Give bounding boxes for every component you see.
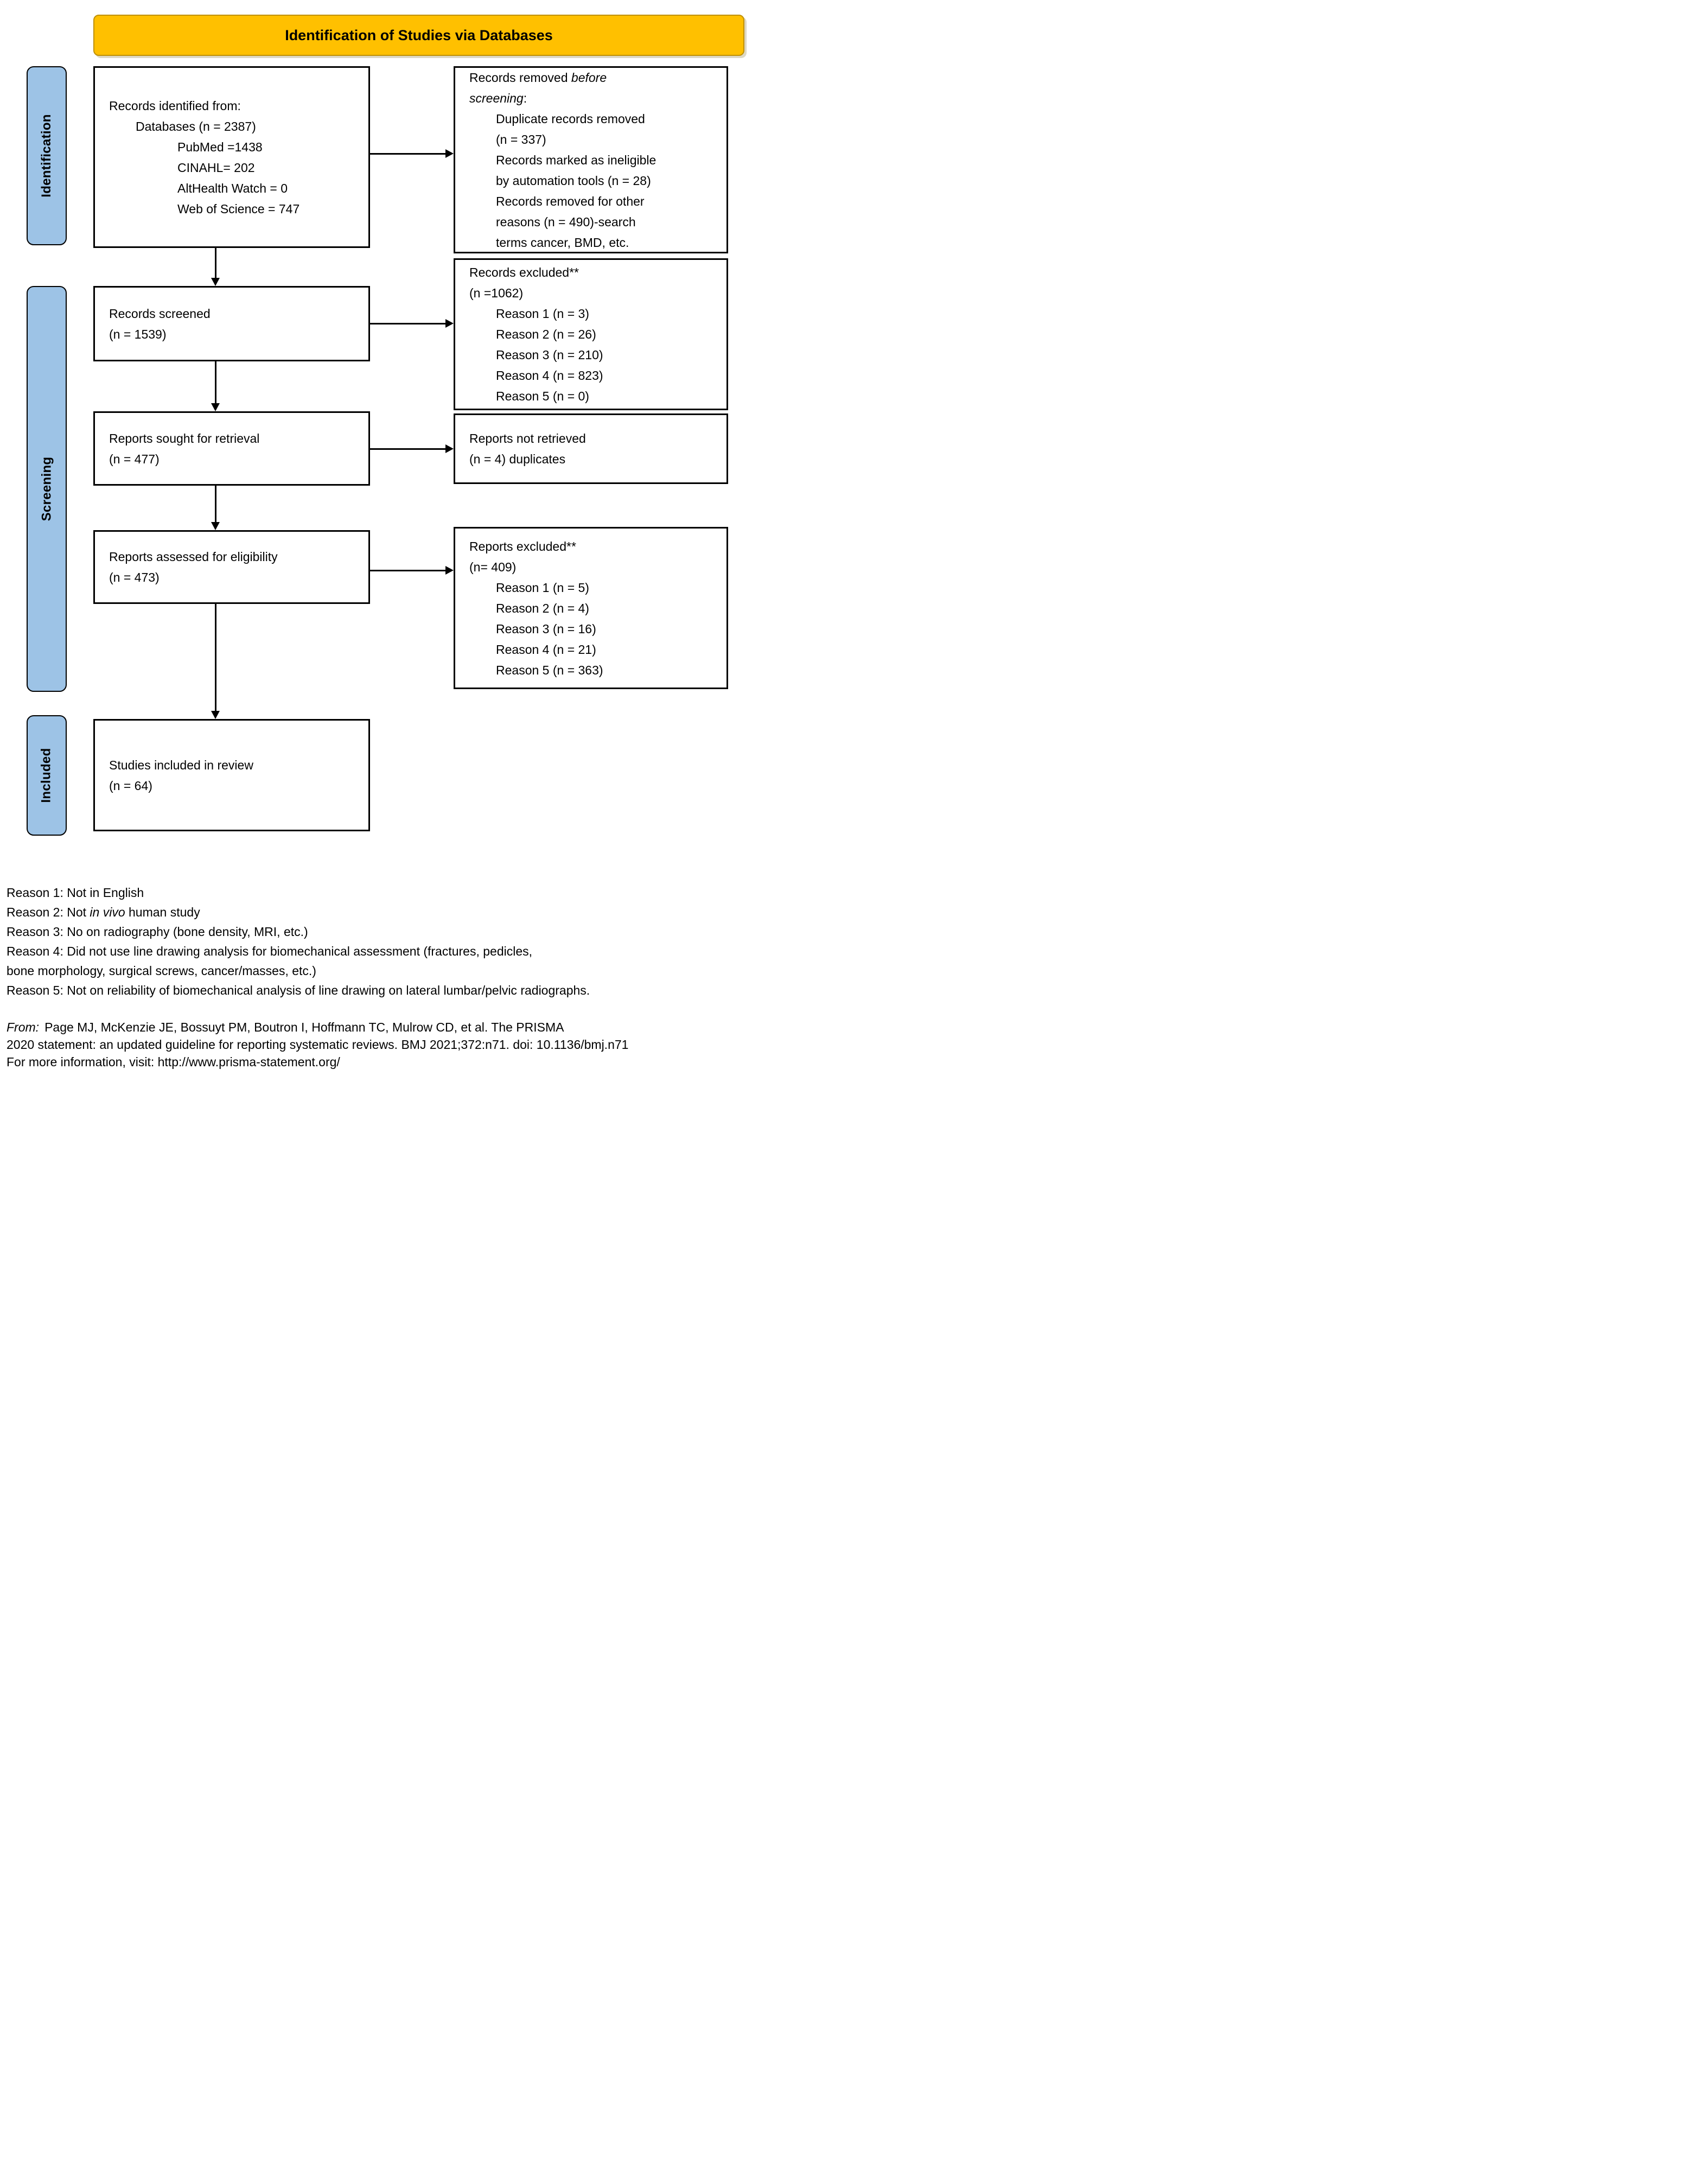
arrow-identified-to-removed-head-icon bbox=[445, 149, 454, 158]
box-line: Reason 3 (n = 210) bbox=[496, 348, 603, 362]
arrow-sought-to-notretrieved-head-icon bbox=[445, 444, 454, 453]
footnote-reason-3: Reason 3: No on radiography (bone densit… bbox=[7, 925, 308, 939]
arrow-screened-to-excluded-line bbox=[370, 323, 445, 324]
box-line: Records excluded** bbox=[469, 265, 579, 279]
box-studies-included: Studies included in review (n = 64) bbox=[93, 719, 370, 831]
box-line: Reason 3 (n = 16) bbox=[496, 621, 596, 636]
stage-screening: Screening bbox=[27, 286, 67, 692]
box-line: Duplicate records removed bbox=[496, 111, 645, 126]
box-line: Reports sought for retrieval bbox=[109, 431, 260, 445]
box-line: Reports not retrieved bbox=[469, 431, 586, 445]
citation-block: From: Page MJ, McKenzie JE, Bossuyt PM, B… bbox=[7, 1019, 846, 1071]
footnote-text: Reason 2: Not bbox=[7, 905, 90, 919]
box-line: Reason 2 (n = 26) bbox=[496, 327, 596, 341]
arrow-sought-to-assessed-head-icon bbox=[211, 522, 220, 530]
arrow-assessed-to-included-head-icon bbox=[211, 711, 220, 719]
arrow-sought-to-assessed-line bbox=[215, 486, 216, 523]
box-line: Reason 1 (n = 5) bbox=[496, 580, 589, 595]
box-reports-excluded: Reports excluded** (n= 409) Reason 1 (n … bbox=[454, 527, 728, 689]
footnote-text: human study bbox=[125, 905, 200, 919]
box-line: by automation tools (n = 28) bbox=[496, 173, 651, 188]
box-line: Reports assessed for eligibility bbox=[109, 550, 278, 564]
box-line: Reason 1 (n = 3) bbox=[496, 307, 589, 321]
box-line: (n = 473) bbox=[109, 570, 160, 584]
box-line: Records removed before bbox=[469, 67, 721, 88]
citation-text: Page MJ, McKenzie JE, Bossuyt PM, Boutro… bbox=[44, 1020, 564, 1034]
citation-from-italic: From: bbox=[7, 1020, 40, 1034]
box-line: Studies included in review bbox=[109, 758, 253, 772]
footnote-reason-4-line2: bone morphology, surgical screws, cancer… bbox=[7, 964, 316, 978]
diagram-title-banner: Identification of Studies via Databases bbox=[93, 15, 744, 56]
box-line-italic: screening bbox=[469, 91, 524, 105]
arrow-screened-to-excluded-head-icon bbox=[445, 319, 454, 328]
arrow-assessed-to-reportsexcluded-head-icon bbox=[445, 566, 454, 575]
stage-screening-label: Screening bbox=[39, 456, 54, 521]
box-line: Reason 2 (n = 4) bbox=[496, 601, 589, 615]
arrow-screened-to-sought-line bbox=[215, 361, 216, 404]
box-line: (n = 337) bbox=[496, 132, 546, 147]
citation-line-2: 2020 statement: an updated guideline for… bbox=[7, 1038, 629, 1052]
box-line: terms cancer, BMD, etc. bbox=[496, 235, 629, 250]
footnote-reason-1: Reason 1: Not in English bbox=[7, 886, 144, 900]
stage-identification: Identification bbox=[27, 66, 67, 245]
box-line: Reason 5 (n = 0) bbox=[496, 389, 589, 403]
stage-included-label: Included bbox=[39, 748, 54, 803]
box-line: (n = 477) bbox=[109, 451, 160, 466]
arrow-identified-to-screened-line bbox=[215, 248, 216, 278]
box-line-italic: before bbox=[571, 70, 607, 85]
box-reports-assessed: Reports assessed for eligibility (n = 47… bbox=[93, 530, 370, 604]
arrow-sought-to-notretrieved-line bbox=[370, 448, 445, 450]
box-line: AltHealth Watch = 0 bbox=[177, 181, 288, 195]
footer-notes: Reason 1: Not in English Reason 2: Not i… bbox=[7, 883, 846, 1071]
footnote-italic: in vivo bbox=[90, 905, 125, 919]
box-line: screening: bbox=[469, 88, 721, 109]
box-line: Web of Science = 747 bbox=[177, 201, 300, 216]
citation-line-1: From: Page MJ, McKenzie JE, Bossuyt PM, B… bbox=[7, 1019, 846, 1036]
box-line: Records removed for other bbox=[496, 194, 645, 208]
arrow-assessed-to-reportsexcluded-line bbox=[370, 570, 445, 571]
box-line-text: Records removed bbox=[469, 70, 571, 85]
footnote-reason-5: Reason 5: Not on reliability of biomecha… bbox=[7, 983, 590, 997]
citation-line-3: For more information, visit: http://www.… bbox=[7, 1055, 340, 1069]
box-line: Records screened bbox=[109, 306, 211, 321]
box-line: Records identified from: bbox=[109, 98, 241, 113]
box-line: (n = 4) duplicates bbox=[469, 452, 566, 466]
box-line: CINAHL= 202 bbox=[177, 160, 255, 175]
box-line: Records marked as ineligible bbox=[496, 152, 657, 167]
arrow-identified-to-removed-line bbox=[370, 153, 445, 155]
box-records-excluded: Records excluded** (n =1062) Reason 1 (n… bbox=[454, 258, 728, 410]
box-line: PubMed =1438 bbox=[177, 139, 263, 154]
arrow-identified-to-screened-head-icon bbox=[211, 278, 220, 286]
box-records-screened: Records screened (n = 1539) bbox=[93, 286, 370, 361]
box-line-text: : bbox=[523, 91, 527, 105]
box-line: Reason 4 (n = 21) bbox=[496, 642, 596, 657]
stage-included: Included bbox=[27, 715, 67, 836]
box-records-identified: Records identified from: Databases (n = … bbox=[93, 66, 370, 248]
diagram-title: Identification of Studies via Databases bbox=[285, 27, 553, 43]
prisma-flow-diagram: Identification of Studies via Databases … bbox=[0, 0, 854, 1082]
footnote-reason-4-line1: Reason 4: Did not use line drawing analy… bbox=[7, 944, 533, 958]
box-records-removed-before-screening: Records removed before screening: Duplic… bbox=[454, 66, 728, 253]
box-line: reasons (n = 490)-search bbox=[496, 214, 636, 229]
box-line: Reason 4 (n = 823) bbox=[496, 368, 603, 383]
box-line: (n =1062) bbox=[469, 286, 524, 300]
arrow-screened-to-sought-head-icon bbox=[211, 403, 220, 411]
box-line: Databases (n = 2387) bbox=[136, 119, 256, 133]
box-line: Reports excluded** bbox=[469, 539, 576, 553]
box-line: (n = 64) bbox=[109, 778, 152, 793]
footnote-reason-2: Reason 2: Not in vivo human study bbox=[7, 902, 846, 922]
box-reports-not-retrieved: Reports not retrieved (n = 4) duplicates bbox=[454, 413, 728, 484]
box-line: Reason 5 (n = 363) bbox=[496, 663, 603, 677]
box-line: (n= 409) bbox=[469, 559, 517, 574]
stage-identification-label: Identification bbox=[39, 114, 54, 198]
arrow-assessed-to-included-line bbox=[215, 604, 216, 711]
box-reports-sought: Reports sought for retrieval (n = 477) bbox=[93, 411, 370, 486]
box-line: (n = 1539) bbox=[109, 327, 167, 341]
